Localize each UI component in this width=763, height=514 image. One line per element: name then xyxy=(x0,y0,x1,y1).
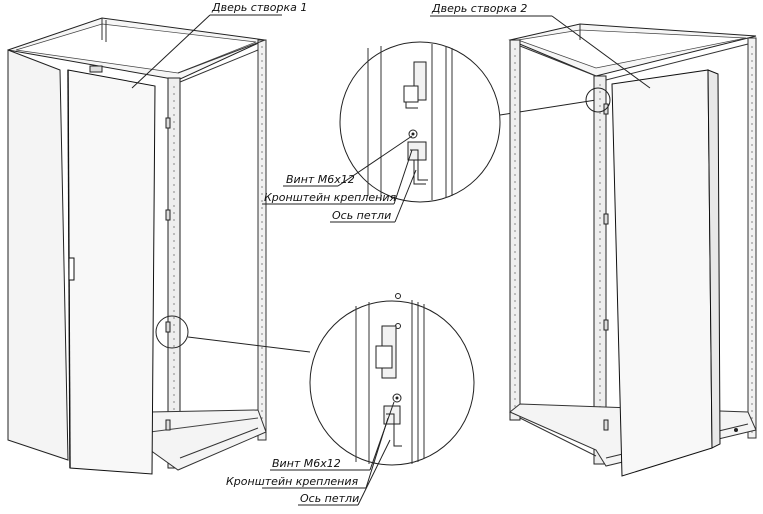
label-upper-hinge-axis: Ось петли xyxy=(332,209,392,222)
leader-door-leaf-2 xyxy=(551,15,651,89)
label-door-leaf-2: Дверь створка 2 xyxy=(432,2,528,15)
label-lower-hinge-axis: Ось петли xyxy=(300,492,360,505)
label-door-leaf-1: Дверь створка 1 xyxy=(212,1,308,14)
upper-detail-leaders xyxy=(262,135,417,223)
lower-detail-leaders xyxy=(262,401,395,506)
left-cabinet xyxy=(7,17,267,475)
label-upper-bracket: Кронштейн крепления xyxy=(264,191,397,204)
right-cabinet xyxy=(508,23,757,477)
upper-detail-view xyxy=(339,41,597,203)
label-lower-bracket: Кронштейн крепления xyxy=(226,475,359,488)
lower-detail-view xyxy=(187,293,475,466)
leader-door-leaf-1 xyxy=(131,14,211,89)
label-upper-screw: Винт М6х12 xyxy=(286,173,355,186)
label-lower-screw: Винт М6х12 xyxy=(272,457,341,470)
